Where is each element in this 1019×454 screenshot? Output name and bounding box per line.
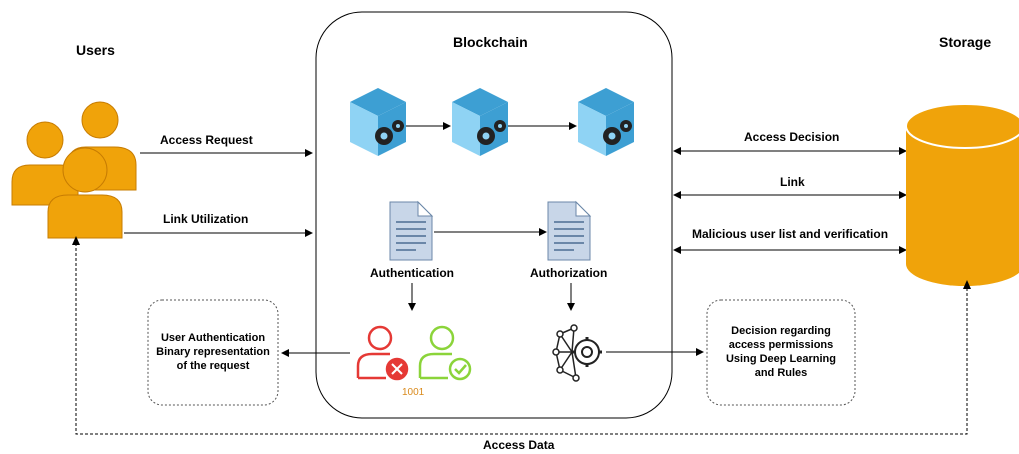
- authorization-label: Authorization: [530, 266, 608, 280]
- authentication-label: Authentication: [370, 266, 454, 280]
- link-label: Link: [780, 175, 805, 189]
- right-box-line-1: Decision regarding: [731, 325, 831, 337]
- blockchain-title: Blockchain: [453, 34, 528, 50]
- malicious-list-label: Malicious user list and verification: [692, 227, 889, 241]
- denied-user-icon: [356, 325, 409, 381]
- authorization-document-icon: [547, 200, 592, 261]
- right-dashed-box: [706, 299, 856, 406]
- right-box-line-4: and Rules: [754, 367, 808, 379]
- blockchain-cube-icon-1: [350, 88, 406, 156]
- blockchain-cube-icon-2: [452, 88, 508, 156]
- blockchain-container: [315, 11, 673, 419]
- access-request-label: Access Request: [160, 133, 253, 147]
- access-data-path: [75, 244, 968, 435]
- neural-network-icon: [552, 324, 602, 382]
- right-box-line-3: Using Deep Learning: [725, 353, 837, 365]
- link-utilization-label: Link Utilization: [163, 212, 249, 226]
- users-icon: [11, 101, 137, 239]
- right-box-line-2: access permissions: [728, 339, 834, 351]
- storage-title: Storage: [939, 34, 992, 50]
- storage-database-icon: [905, 103, 1019, 286]
- right-box-text: Decision regarding access permissions Us…: [707, 324, 855, 380]
- left-box-line-2: Binary representation: [156, 346, 270, 358]
- left-box-line-1: User Authentication: [160, 332, 266, 344]
- access-decision-label: Access Decision: [744, 130, 840, 144]
- users-title: Users: [76, 42, 115, 58]
- left-box-text: User Authentication Binary representatio…: [148, 331, 278, 373]
- access-data-label: Access Data: [483, 438, 555, 452]
- left-dashed-box: [147, 299, 279, 406]
- authentication-document-icon: [389, 200, 434, 261]
- blockchain-cube-icon-3: [578, 88, 634, 156]
- allowed-user-icon: [418, 325, 472, 381]
- left-box-line-3: of the request: [176, 360, 250, 372]
- binary-code: 1001: [402, 387, 425, 398]
